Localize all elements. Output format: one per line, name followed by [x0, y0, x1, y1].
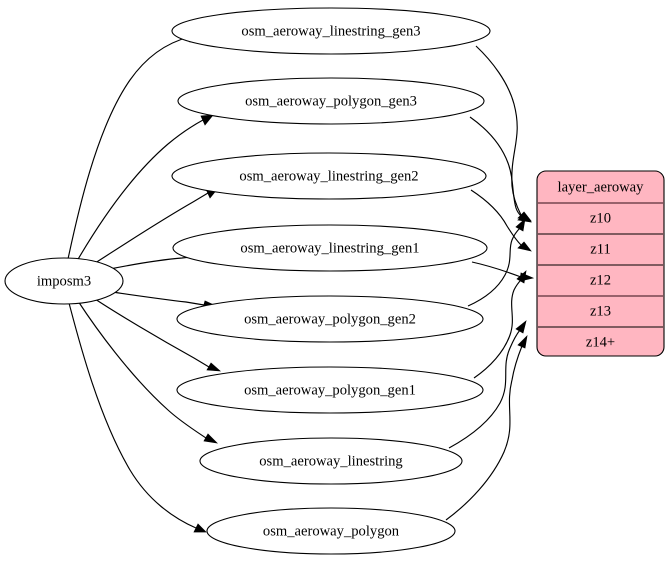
table-row-z13-label: z13 [590, 303, 611, 319]
edge-osm_aeroway_linestring-to-z13 [448, 320, 527, 449]
edge-imposm3-to-osm_aeroway_polygon_gen1 [91, 296, 222, 372]
osm-aeroway-polygon-gen2-ellipse [176, 295, 484, 343]
node-osm_aeroway_polygon_gen1[interactable]: osm_aeroway_polygon_gen1 [176, 366, 484, 414]
edge-imposm3-to-osm_aeroway_linestring_gen3 [67, 32, 200, 260]
node-osm_aeroway_linestring_gen3[interactable]: osm_aeroway_linestring_gen3 [171, 7, 491, 55]
table-row-z10[interactable]: z10 [590, 210, 611, 226]
osm-aeroway-linestring-gen2-ellipse [171, 152, 487, 200]
table-row-z10-label: z10 [590, 210, 611, 226]
edge-osm_aeroway_polygon_gen1-to-z12 [473, 270, 527, 379]
node-osm_aeroway_linestring_gen2[interactable]: osm_aeroway_linestring_gen2 [171, 152, 487, 200]
osm-aeroway-linestring-gen3-ellipse [171, 7, 491, 55]
edge-osm_aeroway_polygon-to-z14 [445, 334, 528, 521]
node-osm_aeroway_polygon[interactable]: osm_aeroway_polygon [206, 507, 456, 555]
osm-aeroway-polygon-ellipse [206, 507, 456, 555]
edge-imposm3-to-osm_aeroway_polygon [68, 302, 207, 533]
edge-osm_aeroway_linestring_gen3-to-z10 [475, 45, 532, 222]
edge-osm_aeroway_linestring_gen2-to-z11 [470, 189, 532, 252]
table-row-z11[interactable]: z11 [590, 241, 611, 257]
imposm3-ellipse [4, 257, 124, 305]
osm-aeroway-polygon-gen1-label: osm_aeroway_polygon_gen1 [244, 382, 416, 398]
node-layer_aeroway-table[interactable]: layer_aeroway z10 z11 z12 z13 z14+ [536, 170, 665, 357]
osm-aeroway-polygon-label: osm_aeroway_polygon [263, 523, 400, 539]
edge-imposm3-to-osm_aeroway_linestring [77, 300, 219, 444]
table-row-z14[interactable]: z14+ [586, 334, 615, 350]
layer-aeroway-table-outline [536, 170, 665, 357]
osm-aeroway-polygon-gen1-ellipse [176, 366, 484, 414]
osm-aeroway-linestring-gen3-label: osm_aeroway_linestring_gen3 [241, 23, 420, 39]
table-row-z11-label: z11 [590, 241, 611, 257]
edge-imposm3-to-osm_aeroway_polygon_gen3 [76, 114, 214, 262]
osm-aeroway-linestring-label: osm_aeroway_linestring [259, 453, 403, 469]
edge-group-nodes-to-table [445, 45, 535, 521]
table-row-z12[interactable]: z12 [590, 272, 611, 288]
node-osm_aeroway_linestring_gen1[interactable]: osm_aeroway_linestring_gen1 [172, 224, 488, 272]
node-osm_aeroway_polygon_gen2[interactable]: osm_aeroway_polygon_gen2 [176, 295, 484, 343]
osm-aeroway-linestring-gen2-label: osm_aeroway_linestring_gen2 [239, 168, 418, 184]
osm-aeroway-linestring-ellipse [199, 437, 463, 485]
table-row-z13[interactable]: z13 [590, 303, 611, 319]
osm-aeroway-polygon-gen3-label: osm_aeroway_polygon_gen3 [245, 93, 417, 109]
osm-aeroway-polygon-gen3-ellipse [177, 77, 485, 125]
table-row-z14-label: z14+ [586, 334, 615, 350]
node-osm_aeroway_linestring[interactable]: osm_aeroway_linestring [199, 437, 463, 485]
imposm3-label: imposm3 [37, 273, 91, 289]
edge-imposm3-to-osm_aeroway_polygon_gen2 [111, 291, 218, 309]
table-row-z12-label: z12 [590, 272, 611, 288]
osm-aeroway-linestring-gen1-ellipse [172, 224, 488, 272]
node-imposm3[interactable]: imposm3 [4, 257, 124, 305]
edge-osm_aeroway_polygon_gen2-to-z11 [467, 218, 526, 307]
layer-aeroway-header-label: layer_aeroway [558, 179, 645, 195]
osm-aeroway-polygon-gen2-label: osm_aeroway_polygon_gen2 [244, 311, 416, 327]
osm-aeroway-linestring-gen1-label: osm_aeroway_linestring_gen1 [240, 240, 419, 256]
node-osm_aeroway_polygon_gen3[interactable]: osm_aeroway_polygon_gen3 [177, 77, 485, 125]
